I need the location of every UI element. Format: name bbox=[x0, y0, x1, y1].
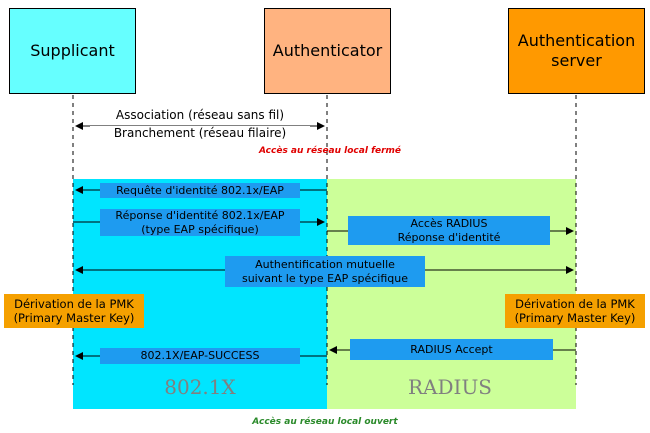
supplicant-label: Supplicant bbox=[30, 41, 115, 60]
mutual-auth-label: Authentification mutuelle suivant le typ… bbox=[225, 256, 425, 287]
association-line2: Branchement (réseau filaire) bbox=[113, 126, 287, 140]
supplicant-box: Supplicant bbox=[9, 8, 136, 94]
zone-radius-label: RADIUS bbox=[408, 375, 492, 399]
open-access-note: Accès au réseau local ouvert bbox=[252, 417, 398, 427]
identity-request-label: Requête d'identité 802.1x/EAP bbox=[100, 183, 300, 198]
association-line1: Association (réseau sans fil) bbox=[115, 108, 285, 122]
auth-server-label: Authentication server bbox=[517, 31, 636, 70]
zone-8021x-label: 802.1X bbox=[164, 375, 236, 399]
authenticator-label: Authenticator bbox=[272, 41, 383, 60]
eap-success-label: 802.1X/EAP-SUCCESS bbox=[100, 348, 300, 364]
auth-server-box: Authentication server bbox=[508, 8, 645, 94]
radius-accept-label: RADIUS Accept bbox=[350, 339, 553, 360]
closed-access-note: Accès au réseau local fermé bbox=[258, 146, 402, 156]
association-label-2: Branchement (réseau filaire) bbox=[90, 126, 310, 141]
pmk-left: Dérivation de la PMK (Primary Master Key… bbox=[4, 294, 144, 328]
association-label: Association (réseau sans fil) bbox=[90, 108, 310, 123]
identity-response-label: Réponse d'identité 802.1x/EAP (type EAP … bbox=[100, 209, 300, 236]
authenticator-box: Authenticator bbox=[264, 8, 391, 94]
radius-access-label: Accès RADIUS Réponse d'identité bbox=[348, 216, 550, 245]
pmk-right: Dérivation de la PMK (Primary Master Key… bbox=[505, 294, 645, 328]
